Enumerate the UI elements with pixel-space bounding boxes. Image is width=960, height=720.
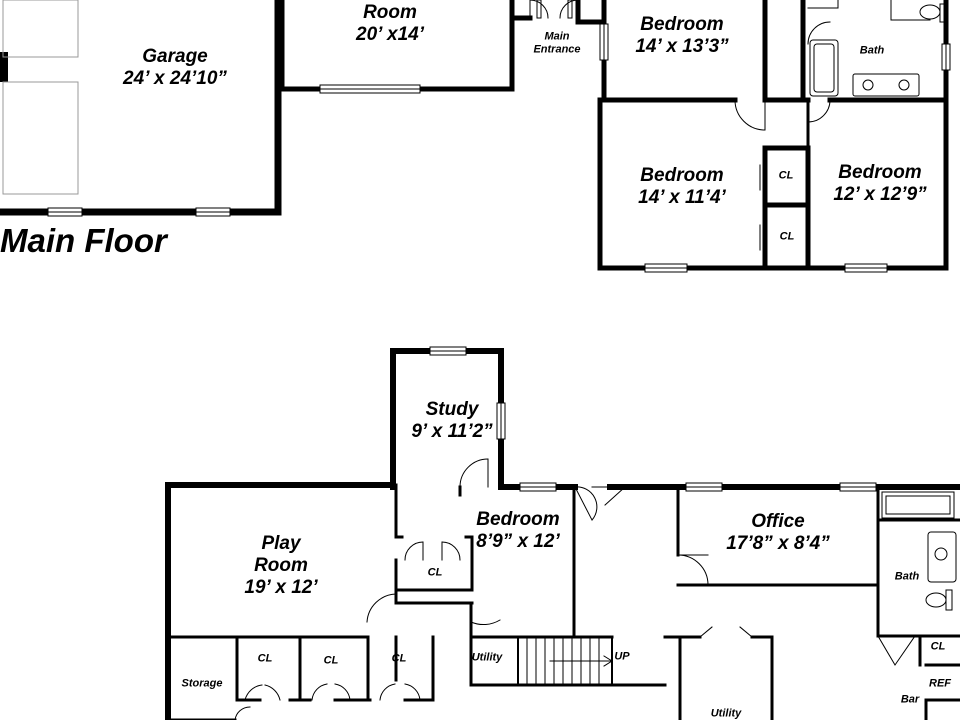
room-top-name: Room — [363, 2, 417, 24]
room-label-storage: Storage — [181, 677, 223, 690]
lower-bath-fixtures — [881, 491, 957, 611]
room-label-closet-upper-2: CL — [779, 230, 795, 243]
room-label-closet-upper-1: CL — [778, 169, 794, 182]
study-windows — [429, 346, 506, 440]
lower-top-windows — [519, 482, 877, 492]
garage-name: Garage — [142, 46, 208, 68]
room-label-play-room: Play Room 19’ x 12’ — [244, 533, 317, 599]
room-label-bedroom-middle-left: Bedroom 14’ x 11’4’ — [638, 165, 726, 209]
bedroom-lower-dims: 8’9” x 12’ — [476, 531, 560, 552]
main-entrance-line2: Entrance — [533, 43, 581, 55]
play-room-line2: Room — [254, 555, 308, 577]
lower-door-swings — [234, 458, 916, 720]
garage-windows — [47, 207, 231, 217]
room-label-office: Office 17’8” x 8’4” — [726, 511, 830, 555]
room-label-garage: Garage 24’ x 24’10” — [123, 46, 227, 90]
room-label-study: Study 9’ x 11’2” — [411, 399, 492, 443]
room-label-closet-lower-5: CL — [930, 640, 946, 653]
room-label-closet-lower-1: CL — [427, 566, 443, 579]
entrance-doors — [529, 0, 579, 19]
lower-interior-walls — [166, 483, 960, 720]
stairs-up-label: UP — [614, 650, 630, 663]
room-label-refrigerator: REF — [929, 677, 951, 690]
entrance-walls — [509, 0, 607, 25]
bedroom-tl-name: Bedroom — [640, 14, 724, 36]
play-room-dims: 19’ x 12’ — [244, 576, 318, 598]
bedroom-tl-dims: 14’ x 13’3” — [635, 36, 729, 57]
room-label-bedroom-top-left: Bedroom 14’ x 13’3” — [635, 14, 728, 58]
room-label-main-entrance: Main Entrance — [533, 30, 580, 55]
study-dims: 9’ x 11’2” — [411, 421, 493, 442]
garage-walls — [0, 0, 282, 216]
bedroom-mr-name: Bedroom — [838, 162, 922, 184]
office-name: Office — [751, 511, 805, 533]
room-label-bath-lower: Bath — [894, 570, 920, 583]
room-top-window — [319, 84, 421, 94]
lower-outer-walls — [165, 482, 960, 720]
bedroom-ml-dims: 14’ x 11’4’ — [638, 187, 726, 208]
main-entrance-line1: Main — [544, 30, 570, 43]
room-top-dims: 20’ x14’ — [356, 24, 424, 45]
garage-dims: 24’ x 24’10” — [123, 68, 227, 89]
garage-door-outlines — [2, 0, 79, 195]
room-label-utility-big: Utility — [710, 707, 742, 720]
room-label-utility-small: Utility — [471, 651, 503, 664]
upper-door-swings — [734, 0, 931, 251]
room-label-closet-lower-3: CL — [323, 654, 339, 667]
bedroom-windows — [599, 23, 951, 273]
bedroom-mr-dims: 12’ x 12’9” — [833, 184, 927, 205]
bedroom-lower-name: Bedroom — [476, 509, 560, 531]
study-name: Study — [425, 399, 479, 421]
room-label-room-top: Room 20’ x14’ — [356, 2, 424, 46]
room-label-bath-top: Bath — [859, 44, 885, 57]
floor-title: Main Floor — [0, 222, 167, 259]
office-dims: 17’8” x 8’4” — [726, 533, 830, 554]
room-label-bedroom-middle-right: Bedroom 12’ x 12’9” — [833, 162, 926, 206]
room-label-bedroom-lower: Bedroom 8’9” x 12’ — [476, 509, 559, 553]
stairs — [517, 636, 613, 686]
room-label-closet-lower-2: CL — [257, 652, 273, 665]
upper-bath-fixtures — [809, 3, 946, 97]
room-label-closet-lower-4: CL — [391, 652, 407, 665]
play-room-line1: Play — [261, 533, 301, 555]
room-label-bar: Bar — [900, 693, 920, 706]
bedroom-ml-name: Bedroom — [640, 165, 724, 187]
